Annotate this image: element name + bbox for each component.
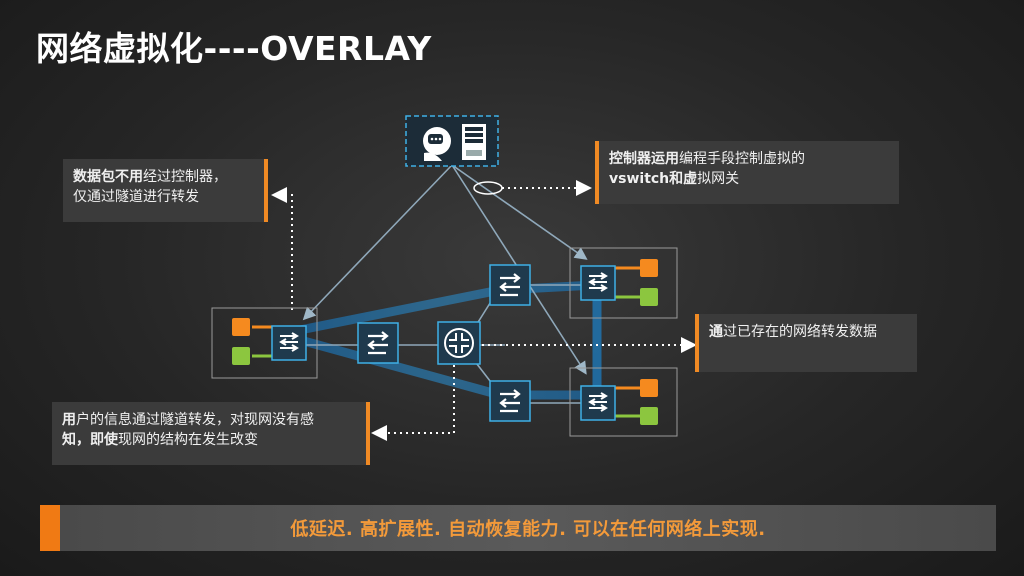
page-title: 网络虚拟化----OVERLAY xyxy=(36,29,432,68)
benefits-banner: 低延迟. 高扩展性. 自动恢复能力. 可以在任何网络上实现. xyxy=(40,505,996,551)
control-channel-marker xyxy=(473,181,503,195)
callout-existing-network: 通过已存在的网络转发数据 xyxy=(695,314,917,372)
host-bottom-right xyxy=(569,367,678,437)
callout-user-tunnel: 用户的信息通过隧道转发，对现网没有感 知，即使现网的结构在发生改变 xyxy=(52,402,370,465)
physical-switch-icon xyxy=(357,322,399,364)
host-left xyxy=(211,307,318,379)
vm-orange xyxy=(640,379,658,397)
sdn-controller xyxy=(405,115,499,167)
vm-green xyxy=(232,347,250,365)
vm-orange xyxy=(232,318,250,336)
vswitch-icon xyxy=(580,265,616,301)
vm-green xyxy=(640,288,658,306)
callout-controller-programming: 控制器运用编程手段控制虚拟的 vswitch和虚拟网关 xyxy=(595,141,899,204)
physical-switch-icon xyxy=(489,264,531,306)
router-icon xyxy=(437,321,481,365)
benefits-text: 低延迟. 高扩展性. 自动恢复能力. 可以在任何网络上实现. xyxy=(290,519,766,540)
vm-green xyxy=(640,407,658,425)
vm-orange xyxy=(640,259,658,277)
callout-no-controller: 数据包不用经过控制器， 仅通过隧道进行转发 xyxy=(63,159,268,222)
operator-head-icon xyxy=(423,127,451,161)
vswitch-icon xyxy=(580,385,616,421)
server-icon xyxy=(462,124,486,160)
vswitch-icon xyxy=(271,325,307,361)
host-top-right xyxy=(569,247,678,319)
physical-switch-icon xyxy=(489,380,531,422)
annotation-arrows xyxy=(271,180,697,441)
